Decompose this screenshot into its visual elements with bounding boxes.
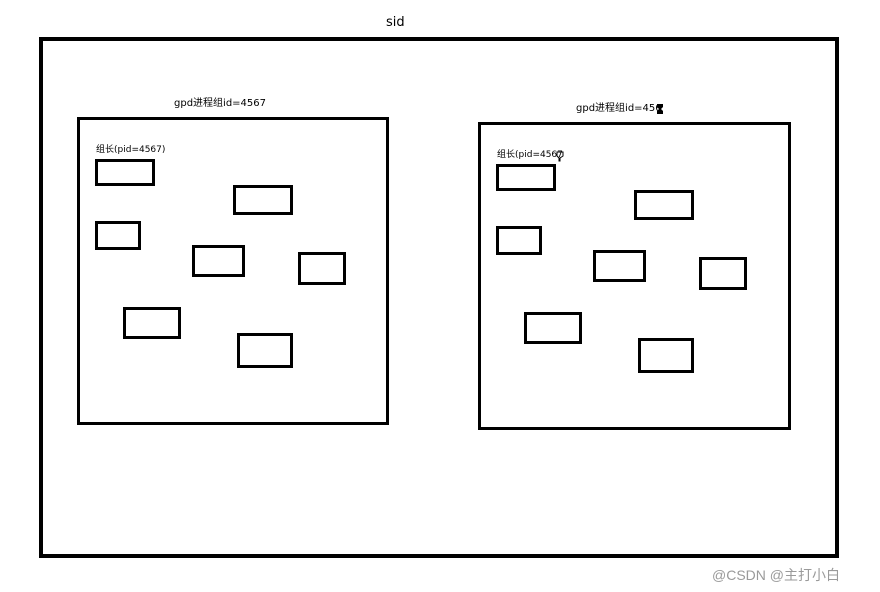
process-group-box-a (77, 117, 389, 425)
process-box (524, 312, 582, 344)
session-box (39, 37, 839, 558)
process-box (237, 333, 293, 368)
process-box (699, 257, 747, 290)
watermark: @CSDN @主打小白 (712, 567, 840, 583)
process-group-box-b (478, 122, 791, 430)
group-b-title: gpd进程组id=456 (576, 103, 662, 114)
process-box (123, 307, 181, 339)
process-box (634, 190, 694, 220)
cursor-icon (657, 104, 663, 114)
session-label: sid (386, 15, 405, 30)
process-box (95, 159, 155, 186)
process-box (95, 221, 141, 250)
group-a-leader-label: 组长(pid=4567) (96, 145, 166, 155)
process-box (496, 226, 542, 255)
process-box (638, 338, 694, 373)
cursor-icon (556, 151, 564, 162)
process-box (298, 252, 346, 285)
process-box (192, 245, 245, 277)
process-box (593, 250, 646, 282)
process-box (233, 185, 293, 215)
group-a-title: gpd进程组id=4567 (174, 98, 266, 109)
group-b-leader-label: 组长(pid=4567 (497, 150, 563, 160)
process-box (496, 164, 556, 191)
